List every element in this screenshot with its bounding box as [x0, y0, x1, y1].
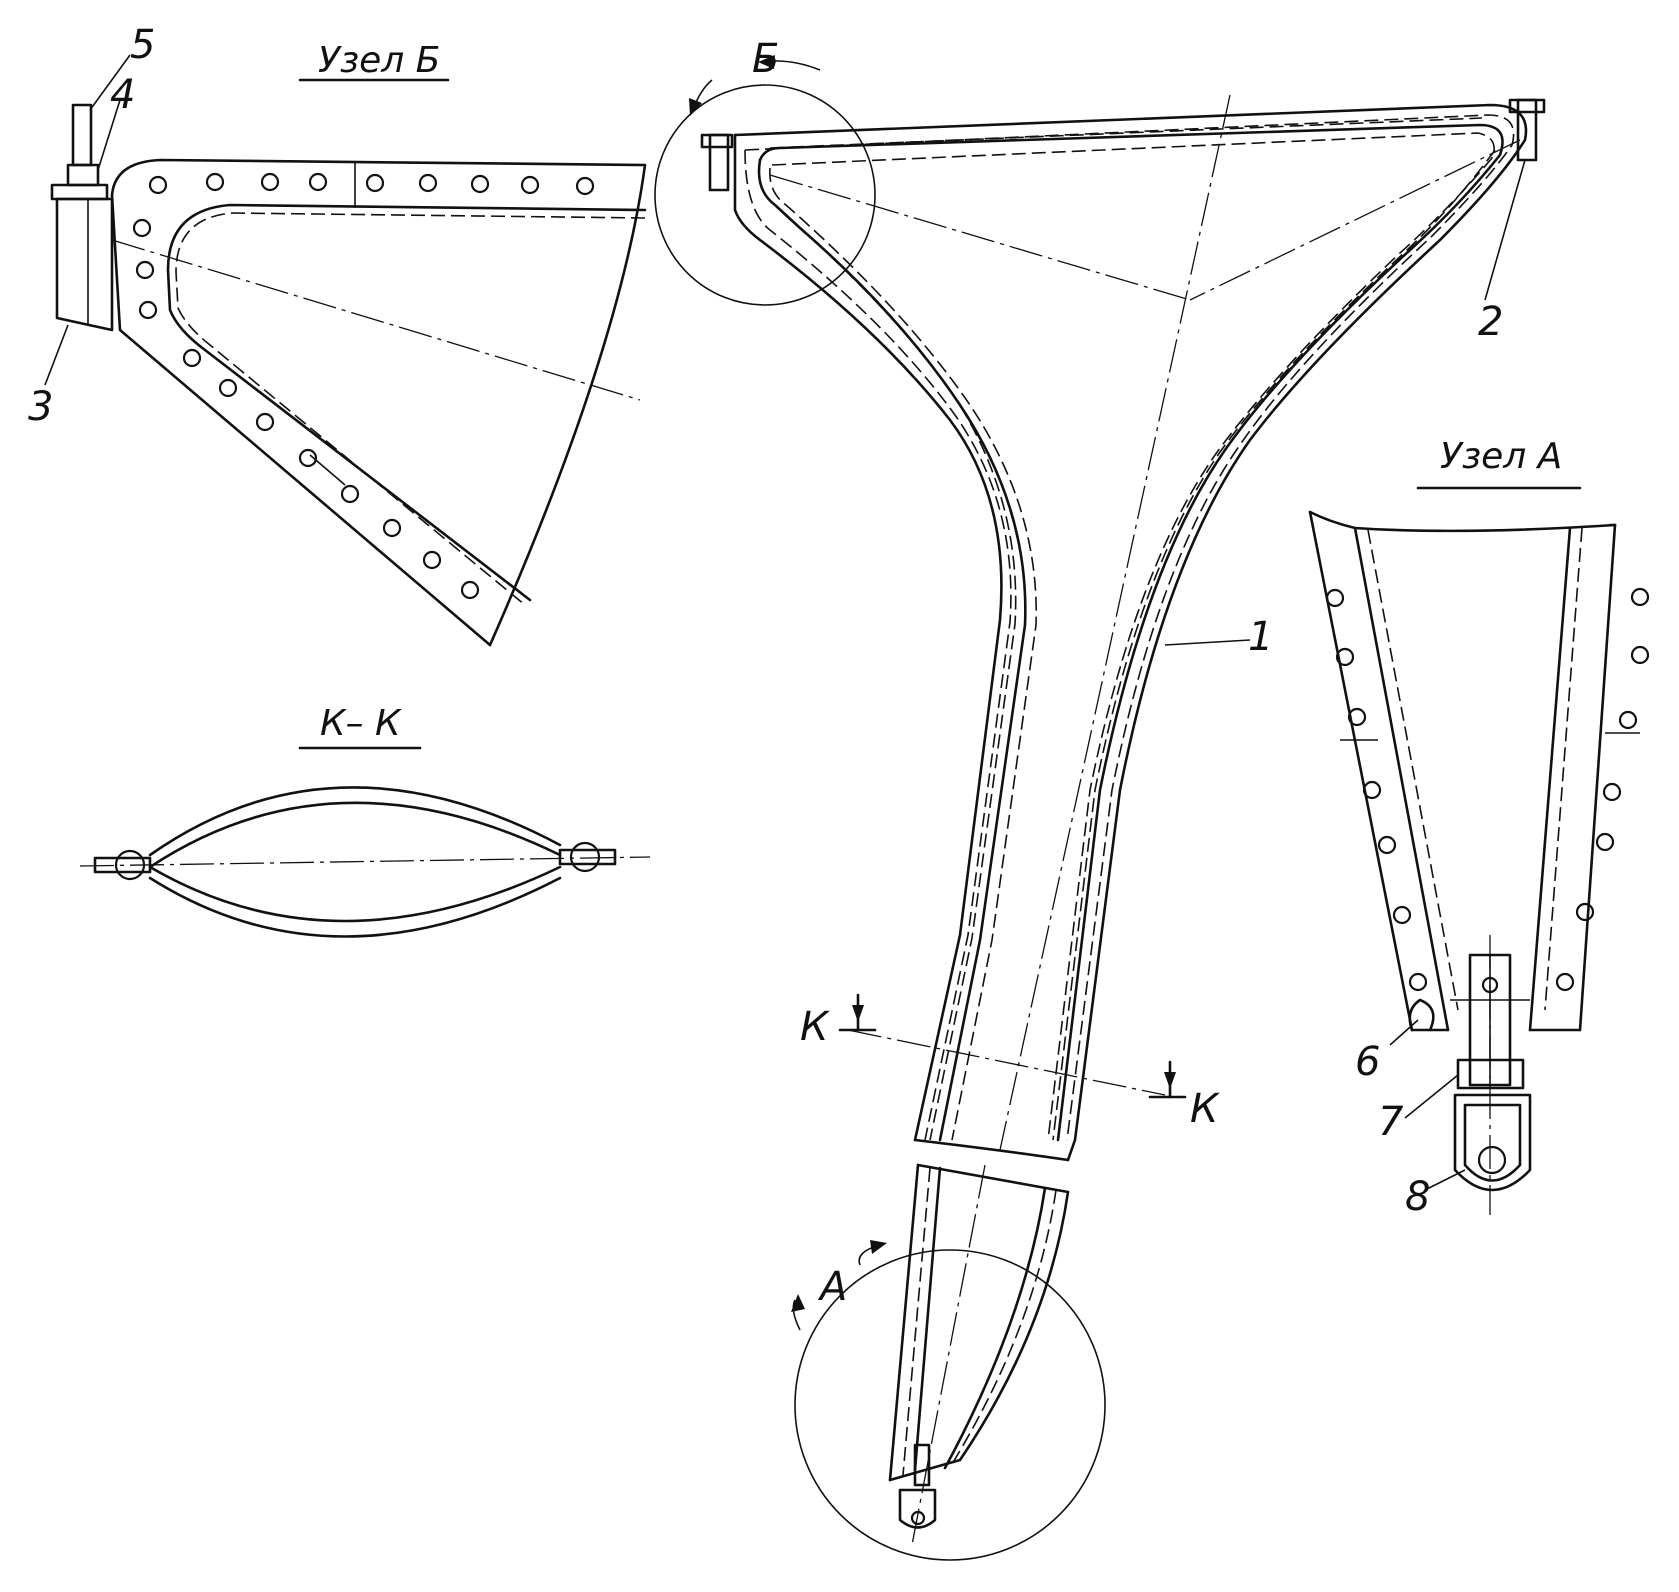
rivet: [365, 173, 385, 193]
rivet: [1630, 587, 1650, 607]
detail-a-outer-right: [1578, 523, 1617, 1032]
lower-eye-fitting: [898, 1488, 937, 1529]
marker-b: Б: [752, 36, 779, 82]
section-k-k: К– К: [79, 703, 651, 938]
detail-b-rivets: [132, 172, 595, 600]
rivet: [418, 173, 438, 193]
part-6-cutout: [1408, 998, 1435, 1032]
label-part-2: 2: [1478, 299, 1503, 345]
detail-b-marker-circle: [654, 84, 876, 306]
detail-b-outer-edge: [110, 193, 492, 647]
rivet: [182, 348, 202, 368]
bolt-5: [71, 103, 93, 167]
rivet: [1325, 588, 1345, 608]
cut-line-k: [847, 1029, 1166, 1096]
label-part-8: 8: [1405, 1174, 1430, 1220]
rivet: [308, 172, 328, 192]
detail-b-title: Узел Б: [318, 40, 440, 81]
rivet: [382, 518, 402, 538]
rivet: [1377, 835, 1397, 855]
rivet: [1408, 972, 1428, 992]
label-part-1: 1: [1248, 614, 1273, 660]
rivet: [460, 580, 480, 600]
main-axis: [999, 94, 1231, 1151]
rivet: [520, 175, 540, 195]
rivet: [1575, 902, 1595, 922]
rivet: [470, 174, 490, 194]
detail-b: Узел Б: [28, 22, 647, 647]
rivet: [148, 175, 168, 195]
rivet: [138, 300, 158, 320]
upper-part-break: [913, 1138, 1070, 1162]
label-part-7: 7: [1378, 1099, 1404, 1145]
rivet-line: [769, 117, 1483, 149]
rivet: [255, 412, 275, 432]
main-inner-left: [757, 158, 1027, 1142]
detail-a: Узел А: [1308, 436, 1650, 1220]
detail-a-title: Узел А: [1440, 436, 1562, 477]
lower-part-break: [916, 1163, 1070, 1194]
main-inner-right: [758, 123, 1504, 1142]
detail-a-marker-circle: [794, 1249, 1106, 1561]
rivet: [1392, 905, 1412, 925]
rivet: [575, 176, 595, 196]
lower-outer-left: [888, 1163, 920, 1482]
detail-b-top-edge: [110, 158, 647, 197]
rivet: [1618, 710, 1638, 730]
label-part-3: 3: [28, 384, 53, 430]
rivet: [132, 218, 152, 238]
section-upper-skin: [148, 786, 562, 857]
nut-4: [66, 163, 100, 187]
rivet: [340, 484, 360, 504]
rivet: [422, 550, 442, 570]
detail-b-cut-edge: [488, 163, 647, 647]
lower-outer-right: [958, 1190, 1070, 1462]
section-title: К– К: [320, 703, 402, 744]
rivet: [205, 172, 225, 192]
label-part-4: 4: [110, 72, 135, 118]
rivet: [1595, 832, 1615, 852]
main-outer-right: [733, 103, 1528, 1162]
rivet: [298, 448, 318, 468]
detail-a-rivets: [1325, 587, 1650, 992]
rivet: [1630, 645, 1650, 665]
rivet: [1347, 707, 1367, 727]
marker-a: А: [817, 1264, 847, 1310]
bracket-3: [55, 197, 114, 332]
rivet: [1335, 647, 1355, 667]
label-part-6: 6: [1355, 1039, 1380, 1085]
label-part-5: 5: [130, 22, 155, 68]
rivet: [1602, 782, 1622, 802]
top-left-bracket: [708, 133, 730, 192]
rivet: [260, 172, 280, 192]
section-bolt-right: [558, 848, 617, 866]
washer: [50, 183, 109, 201]
rivet: [1555, 972, 1575, 992]
cut-label-left: К: [800, 1004, 830, 1050]
rivet: [218, 378, 238, 398]
section-lower-skin: [148, 865, 562, 923]
main-outer-left: [733, 133, 1003, 1142]
rivet: [135, 260, 155, 280]
rivet: [1362, 780, 1382, 800]
detail-a-break: [1308, 510, 1617, 533]
bolt-assembly: [50, 103, 114, 332]
detail-b-inner-edge: [166, 203, 647, 602]
cut-label-right: К: [1190, 1086, 1220, 1132]
main-part: Б К К 1: [654, 36, 1546, 1561]
detail-b-axis: [111, 239, 641, 401]
detail-a-outer-left: [1308, 510, 1414, 1032]
